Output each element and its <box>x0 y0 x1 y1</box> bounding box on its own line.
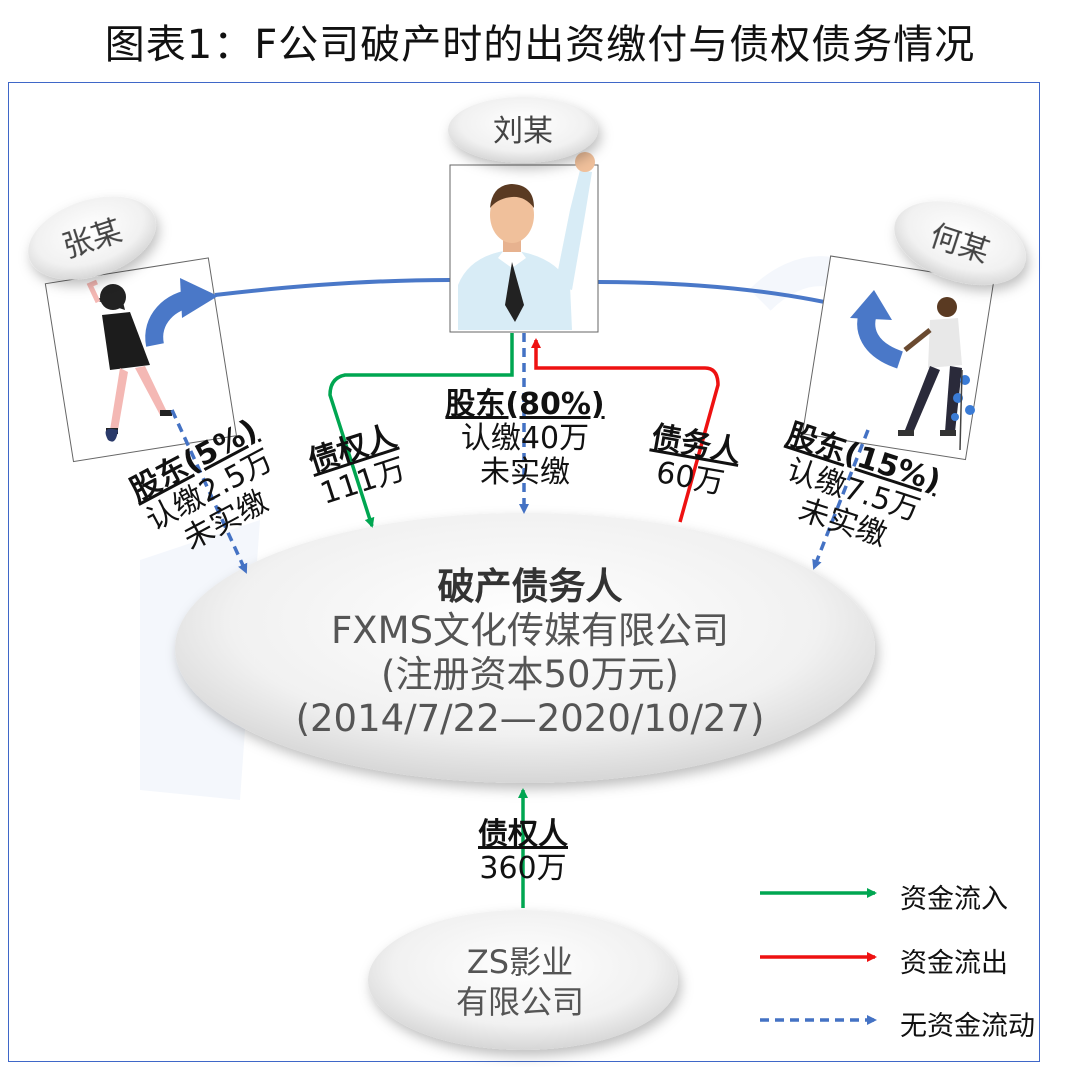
flow-he-shareholder <box>812 429 870 570</box>
zs-ellipse <box>368 910 678 1050</box>
label-zs-creditor-role: 债权人 <box>478 817 568 852</box>
center-line4: (2014/7/22—2020/10/27) <box>295 697 765 740</box>
shareholder-arc-left <box>214 278 451 297</box>
label-liu-shareholder: 股东(80%) 认缴40万 未实缴 <box>440 388 610 490</box>
legend-outflow-label: 资金流出 <box>900 948 1008 979</box>
shareholder-arc-right <box>597 280 861 312</box>
label-liu-shareholder-role: 股东(80%) <box>445 387 605 422</box>
center-line2: FXMS文化传媒有限公司 <box>330 609 730 652</box>
center-line1: 破产债务人 <box>437 565 623 608</box>
flow-liu-creditor <box>328 333 514 528</box>
name-liu: 刘某 <box>493 114 553 149</box>
person-he-illustration <box>898 297 975 451</box>
label-zs-creditor-amount: 360万 <box>479 851 567 886</box>
name-bubble-liu <box>448 97 598 163</box>
name-bubble-zhang <box>28 196 156 280</box>
person-liu-illustration <box>458 152 595 330</box>
label-liu-shareholder-line2: 未实缴 <box>480 455 570 490</box>
page-title: 图表1：F公司破产时的出资缴付与债权债务情况 <box>104 22 976 68</box>
zs-company: ZS影业 有限公司 <box>380 942 660 1022</box>
center-company: 破产债务人 FXMS文化传媒有限公司 (注册资本50万元) (2014/7/22… <box>180 565 880 741</box>
label-liu-shareholder-line1: 认缴40万 <box>460 421 590 456</box>
zs-line2: 有限公司 <box>455 983 584 1021</box>
flow-liu-debtor <box>531 338 720 523</box>
person-zhang-illustration <box>86 279 172 442</box>
legend-inflow-label: 资金流入 <box>900 884 1008 915</box>
center-ellipse <box>175 513 875 783</box>
zs-line1: ZS影业 <box>466 943 574 981</box>
center-line3: (注册资本50万元) <box>381 653 679 696</box>
legend-none-label: 无资金流动 <box>900 1011 1035 1042</box>
diagram-frame <box>8 82 1040 1062</box>
name-bubble-he <box>894 201 1026 285</box>
label-zs-creditor: 债权人 360万 <box>463 818 583 886</box>
